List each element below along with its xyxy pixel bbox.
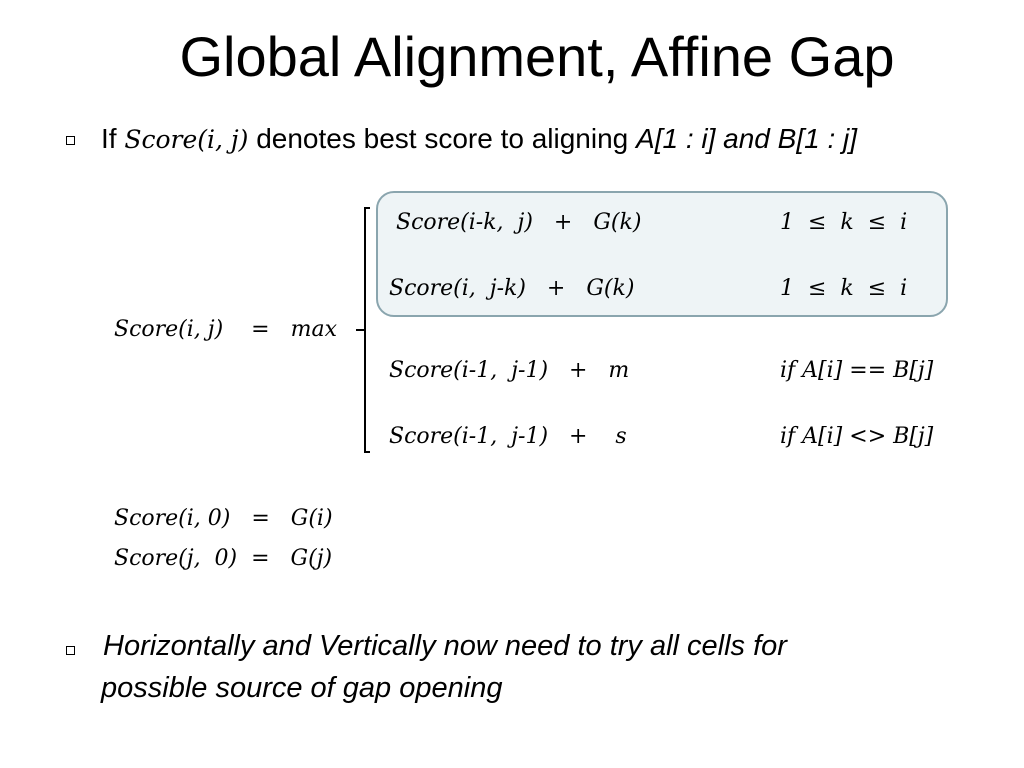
- bullet-2-line-2: possible source of gap opening: [101, 672, 503, 704]
- max-brace-tip: [356, 329, 364, 331]
- recurrence-equals: =: [251, 317, 270, 342]
- case-2-expr: Score(i, j-k) + G(k): [389, 276, 635, 301]
- recurrence-lhs: Score(i, j) = max: [114, 316, 337, 344]
- max-brace: [364, 207, 370, 453]
- bullet-1-middle: denotes best score to aligning: [248, 123, 637, 154]
- case-1-cond: 1 ≤ k ≤ i: [780, 210, 908, 235]
- recurrence-max: max: [290, 317, 337, 342]
- recurrence-lhs-term: Score(i, j): [114, 317, 224, 342]
- case-3-cond: if A[i] == B[j]: [780, 358, 934, 383]
- case-1-expr: Score(i-k, j) + G(k): [396, 210, 642, 235]
- bullet-1: If Score(i, j) denotes best score to ali…: [101, 122, 857, 157]
- bullet-square-icon: [66, 646, 75, 655]
- base-case-2: Score(j, 0) = G(j): [114, 546, 333, 571]
- slide-title: Global Alignment, Affine Gap: [179, 25, 895, 88]
- gap-cases-highlight: [376, 191, 948, 317]
- case-2-cond: 1 ≤ k ≤ i: [780, 276, 908, 301]
- bullet-1-prefix: If: [101, 123, 125, 154]
- base-case-1: Score(i, 0) = G(i): [114, 506, 333, 531]
- case-4-cond: if A[i] <> B[j]: [780, 424, 934, 449]
- bullet-square-icon: [66, 136, 75, 145]
- case-4-expr: Score(i-1, j-1) + s: [389, 424, 627, 449]
- bullet-2-line-1: Horizontally and Vertically now need to …: [103, 630, 787, 662]
- case-3-expr: Score(i-1, j-1) + m: [389, 358, 630, 383]
- bullet-1-score-term: Score(i, j): [124, 125, 249, 154]
- bullet-1-range: A[1 : i] and B[1 : j]: [636, 123, 858, 154]
